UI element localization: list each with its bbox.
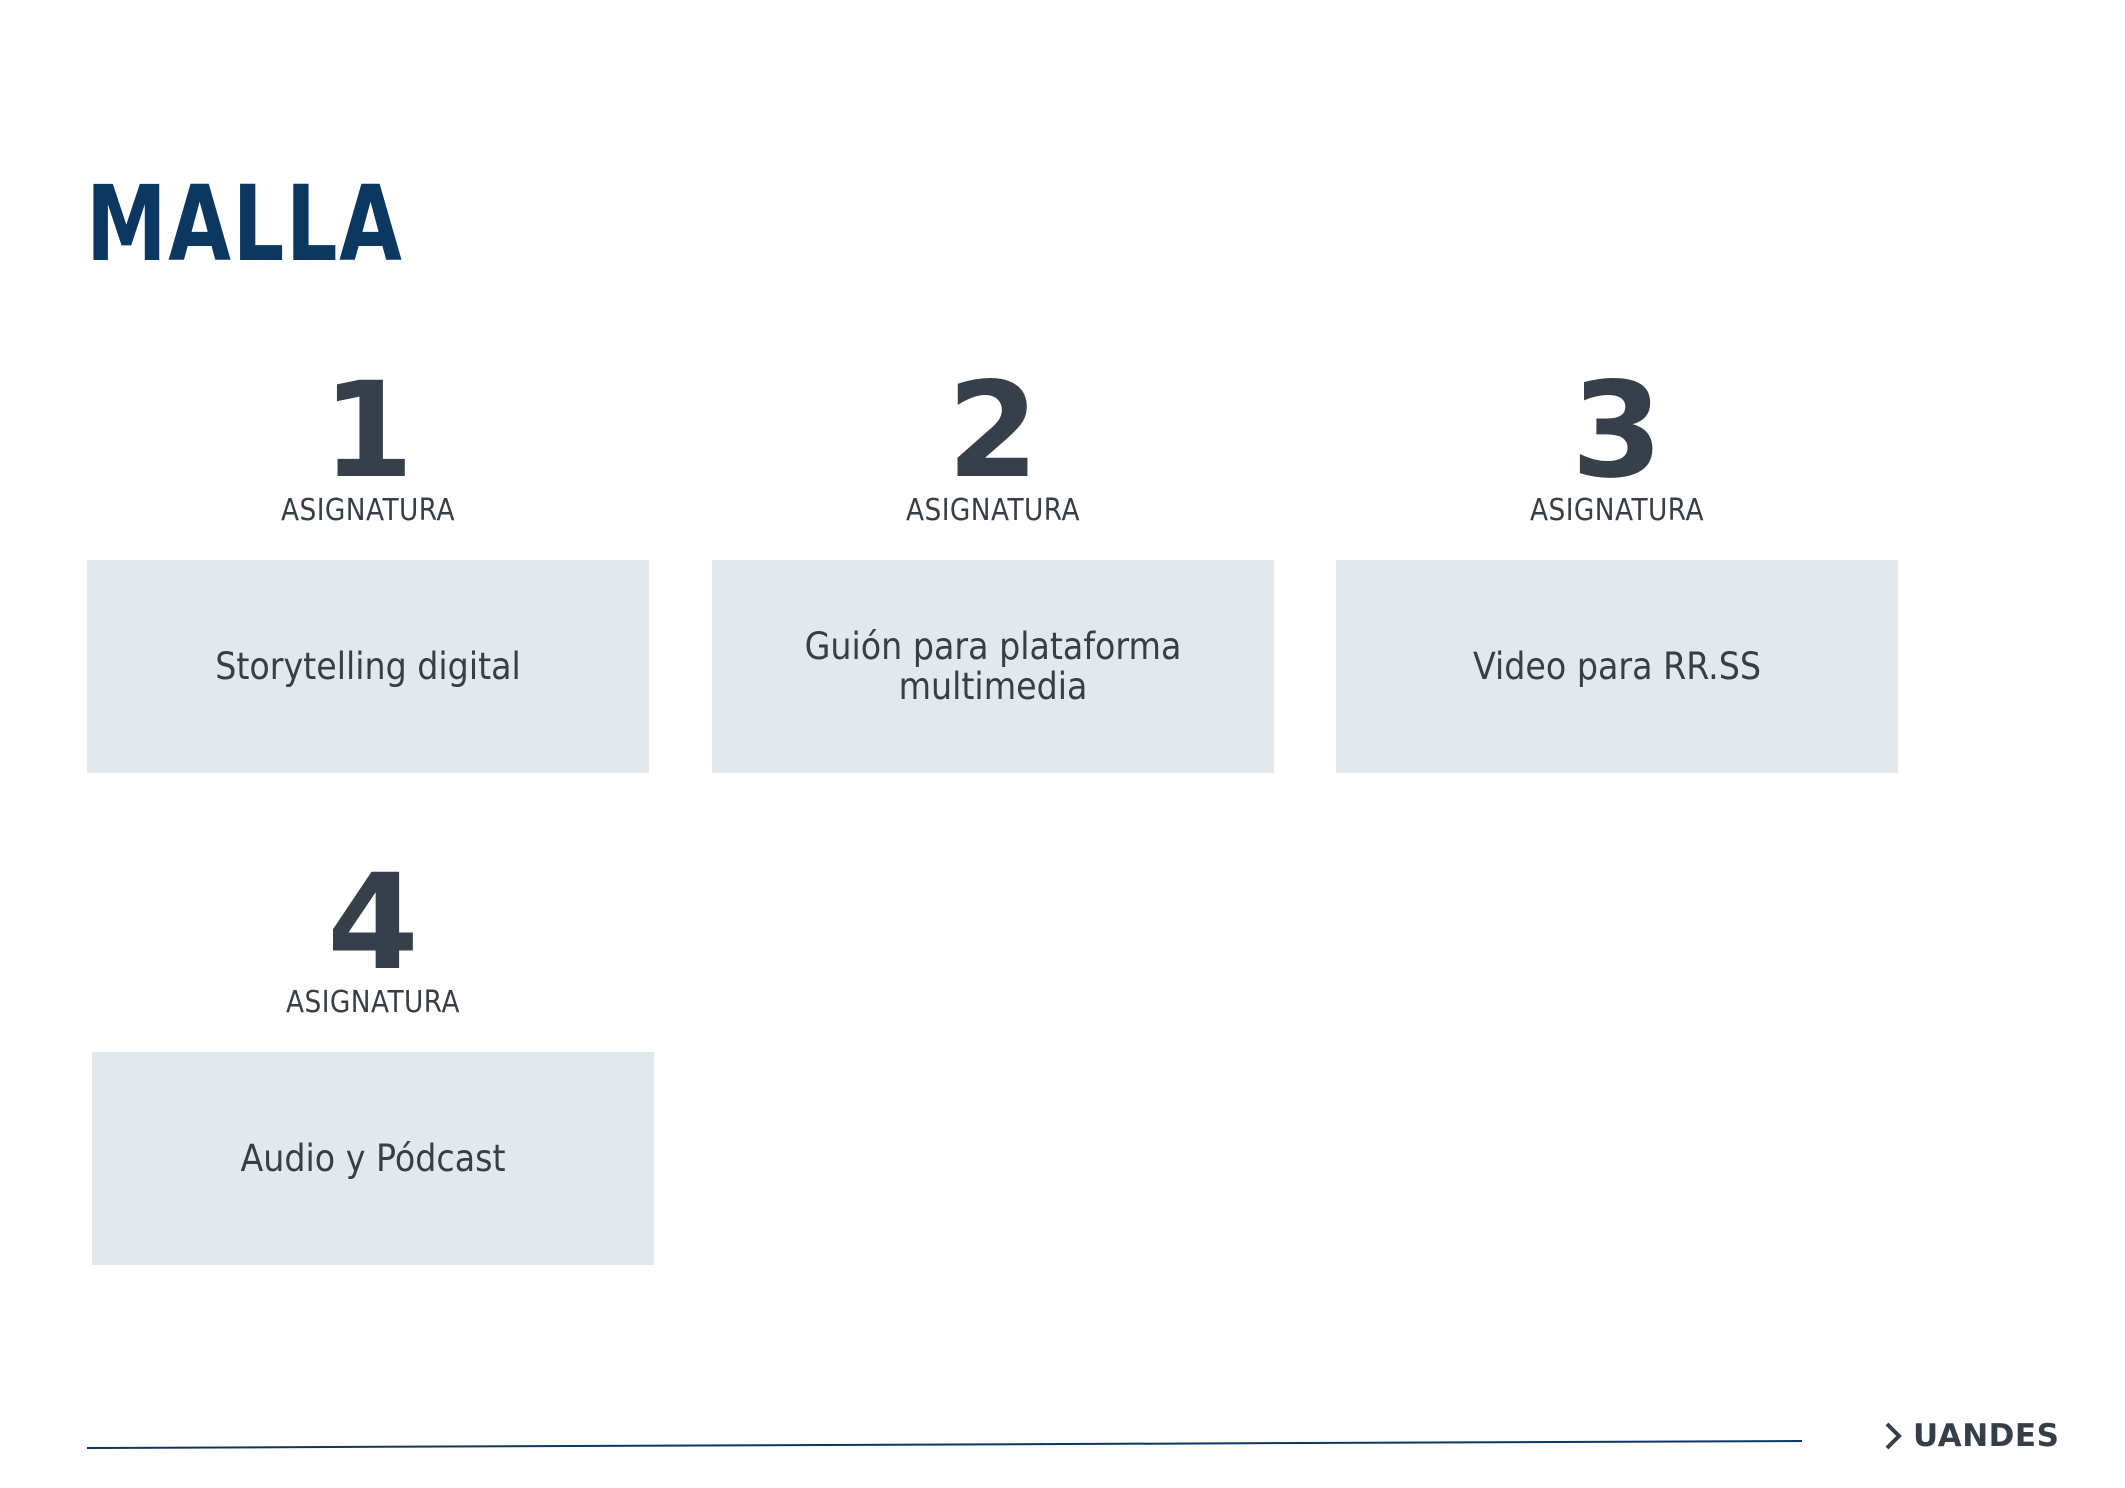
course-box: Storytelling digital [87,560,649,773]
course-box: Video para RR.SS [1336,560,1898,773]
page-title: MALLA [86,163,404,285]
course-card-2: 2 ASIGNATURA Guión para plataforma multi… [712,354,1274,773]
chevron-right-icon [1885,1422,1902,1450]
course-card-3: 3 ASIGNATURA Video para RR.SS [1336,354,1898,773]
course-box: Guión para plataforma multimedia [712,560,1274,773]
course-name: Video para RR.SS [1472,644,1762,688]
course-label: ASIGNATURA [280,493,455,528]
course-name: Storytelling digital [215,644,521,688]
course-label: ASIGNATURA [905,493,1080,528]
course-number: 3 [1571,354,1663,508]
course-number: 4 [327,846,419,1000]
course-card-4: 4 ASIGNATURA Audio y Pódcast [92,846,654,1265]
footer-brand: UANDES [1883,1418,2059,1454]
course-number: 2 [947,354,1039,508]
course-name: Guión para plataforma multimedia [804,624,1182,708]
course-label: ASIGNATURA [285,985,460,1020]
course-label: ASIGNATURA [1529,493,1704,528]
course-card-1: 1 ASIGNATURA Storytelling digital [87,354,649,773]
course-name: Audio y Pódcast [240,1136,506,1180]
course-box: Audio y Pódcast [92,1052,654,1265]
course-number: 1 [322,354,414,508]
brand-name: UANDES [1913,1418,2060,1454]
